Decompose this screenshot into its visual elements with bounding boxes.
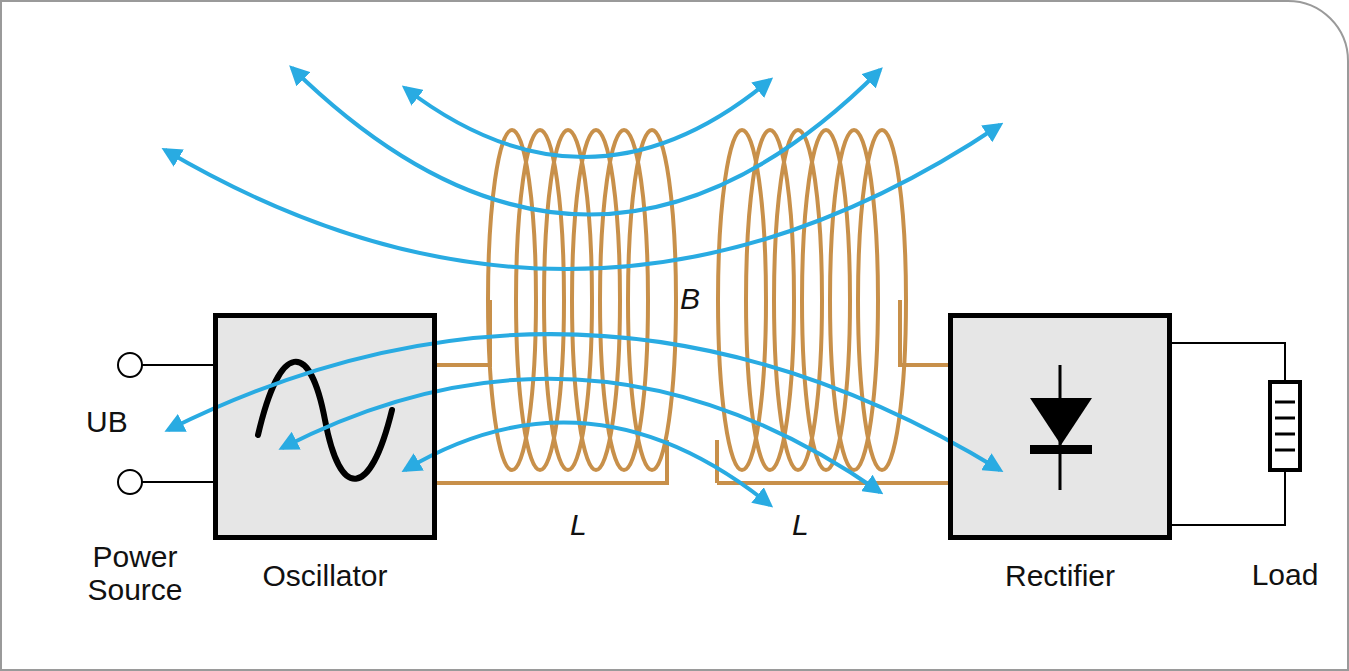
- sine-symbol: [258, 362, 392, 479]
- rectifier-box: Rectifier: [948, 313, 1172, 540]
- field-label: B: [680, 282, 700, 316]
- node-label: Rectifier: [1005, 559, 1115, 593]
- node-label: Oscillator: [262, 559, 387, 593]
- load-resistor: Load: [1268, 380, 1302, 472]
- voltage-label: UB: [86, 405, 128, 439]
- source-label: Power Source: [60, 540, 210, 606]
- resistor-bands: [1272, 384, 1298, 468]
- diode-symbol: [1030, 365, 1092, 490]
- oscillator-box: Oscillator: [213, 313, 437, 540]
- power-terminals: [118, 353, 213, 494]
- node-label: Load: [1252, 558, 1319, 592]
- inductor-label: L: [570, 508, 587, 542]
- inductor-label: L: [792, 508, 809, 542]
- rectifier-fill: [948, 313, 1172, 540]
- field-lines: [165, 68, 1000, 505]
- coil-windings: [488, 130, 906, 470]
